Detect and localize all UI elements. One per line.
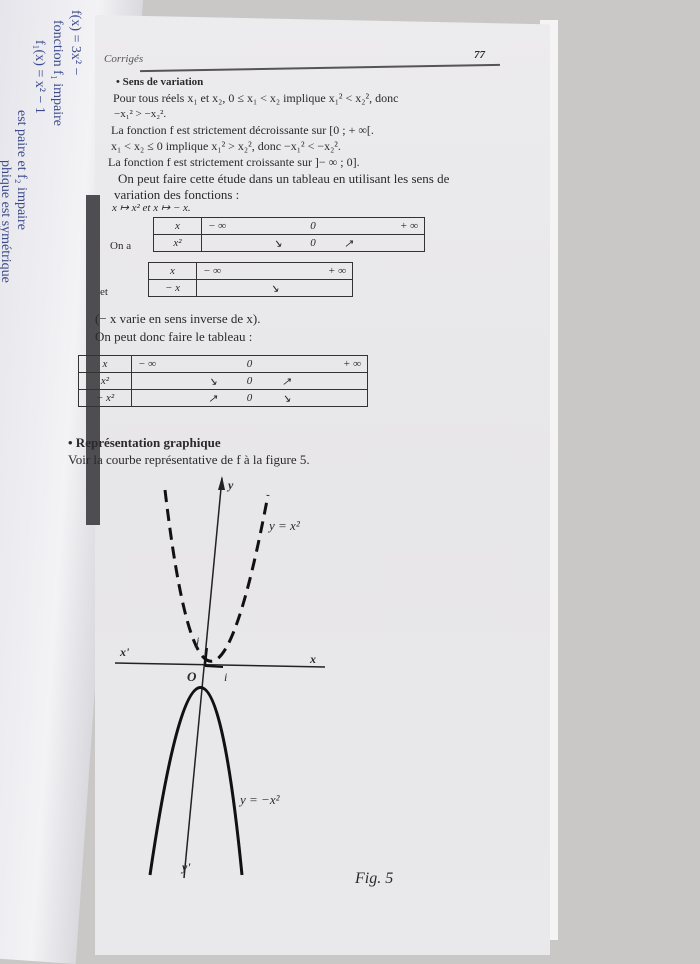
vector-j — [204, 647, 208, 667]
y-axis-label: y — [228, 478, 234, 492]
table-cell: ↗ — [337, 234, 425, 252]
text-line: La fonction f est strictement croissante… — [108, 155, 360, 169]
table-cell: − x² — [78, 389, 132, 407]
left-page-text: f(x) = 3x² − — [68, 10, 83, 76]
text-line: variation des fonctions : — [114, 187, 240, 202]
origin-label: O — [187, 669, 197, 684]
table-row: − x↘ — [148, 279, 353, 297]
curve-y-x-squared — [163, 489, 270, 663]
curve-label-minus-x-squared: y = −x² — [240, 792, 280, 807]
table-cell: ↘ — [196, 279, 353, 297]
section-heading: • Sens de variation — [116, 76, 204, 88]
on-a-label: On a — [110, 240, 132, 252]
table-row: − x²↗0↘ — [78, 389, 368, 407]
table-x-squared: x− ∞0+ ∞ x²↘0↗ — [153, 217, 425, 252]
section-heading: • Représentation graphique — [68, 435, 221, 450]
table-minus-x: x− ∞+ ∞ − x↘ — [148, 262, 353, 297]
x-prime-label: x' — [120, 645, 130, 659]
table-cell: x — [153, 217, 202, 235]
text-line: −x₁² > −x₂². — [114, 108, 167, 120]
et-label: et — [100, 286, 108, 298]
figure-caption: Fig. 5 — [355, 870, 394, 887]
table-cell: − x — [148, 279, 197, 297]
left-page-text: fonction f₁ impaire — [50, 20, 65, 126]
y-axis — [183, 477, 223, 879]
page-number: 77 — [474, 49, 485, 61]
curve-label-x-squared: y = x² — [269, 518, 300, 533]
table-row: x²↘0↗ — [153, 234, 425, 252]
text-line: On peut faire cette étude dans un tablea… — [118, 171, 450, 186]
y-axis-arrow — [218, 476, 225, 490]
text-line: On peut donc faire le tableau : — [95, 329, 253, 344]
figure-5 — [114, 476, 326, 879]
left-page-text: phique est symétrique — [0, 160, 13, 283]
table-cell: 0 — [223, 389, 276, 407]
book-page — [95, 15, 550, 955]
section-title: Corrigés — [104, 53, 144, 65]
curve-y-minus-x-squared — [148, 686, 244, 876]
table-row: x− ∞0+ ∞ — [153, 217, 425, 235]
table-cell: ↘ — [275, 389, 368, 407]
table-cell: ↗ — [131, 389, 224, 407]
table-cell: x² — [153, 234, 202, 252]
vector-i — [204, 665, 224, 668]
table-cell: 0 — [288, 234, 338, 252]
table-row: x²↘0↗ — [78, 372, 368, 390]
x-axis — [114, 662, 326, 668]
table-cell: ↘ — [201, 234, 289, 252]
table-variation: x− ∞0+ ∞ x²↘0↗ − x²↗0↘ — [78, 355, 368, 407]
text-line: x₁ < x₂ ≤ 0 implique x₁² > x₂², donc −x₁… — [111, 139, 341, 153]
text-line: Voir la courbe représentative de f à la … — [68, 452, 310, 467]
functions-line: x ↦ x² et x ↦ − x. — [112, 202, 191, 214]
note-line: (− x varie en sens inverse de x). — [95, 311, 261, 326]
left-page-text: est paire et f₂ impaire — [14, 110, 29, 230]
text-line: La fonction f est strictement décroissan… — [111, 123, 374, 137]
text-line: Pour tous réels x₁ et x₂, 0 ≤ x₁ < x₂ im… — [113, 91, 399, 105]
j-label: j — [196, 634, 200, 648]
i-label: i — [224, 670, 228, 684]
left-page-text: f₁(x) = x² − 1 — [32, 40, 47, 114]
x-axis-label: x — [310, 652, 316, 666]
y-prime-label: y' — [182, 860, 191, 874]
